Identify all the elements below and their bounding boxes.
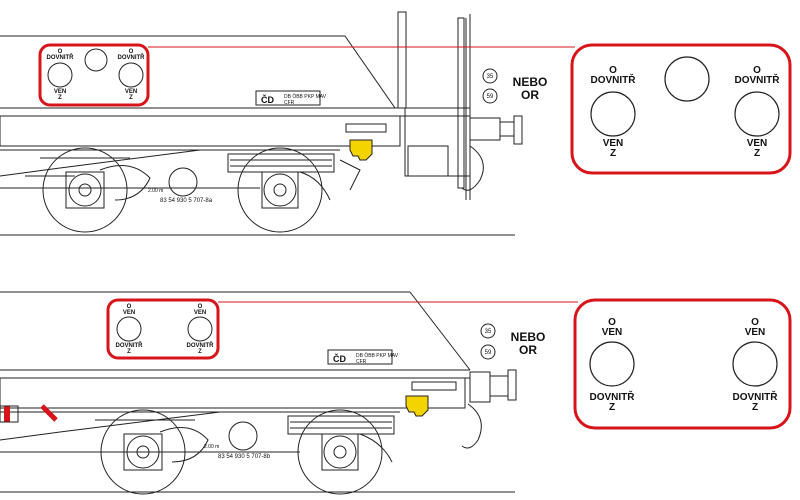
top-big-panel-left-top2: DOVNITŘ [591,73,637,86]
bottom-bogie-left [95,409,258,495]
top-sign-59-icon [482,88,498,104]
top-big-panel-right-bottom: VEN [747,138,768,149]
bottom-sign-59-icon [480,344,496,360]
top-small-panel-left-top2: DOVNITŘ [47,53,75,61]
top-big-panel-left-top: O [609,65,617,76]
bottom-big-knob-right [732,341,778,387]
bottom-sign-35: 35 [485,329,492,335]
top-big-panel: O DOVNITŘ VEN Z O DOVNITŘ VEN Z [590,56,781,159]
top-small-knob-center [84,48,108,72]
top-operators: DB ÖBB PKP MAV [284,93,327,100]
top-big-knob-right [734,91,780,137]
bottom-big-panel-right-bottom2: Z [752,402,758,413]
bottom-big-panel-right-bottom: DOVNITŘ [733,390,779,403]
bottom-nebo: NEBO [511,330,546,344]
bottom-operators2: CFR [356,359,367,365]
bottom-small-knob-right [187,316,213,342]
top-small-panel: O DOVNITŘ VEN Z O DOVNITŘ VEN Z [47,48,146,101]
bottom-red-mark-left [4,406,10,422]
bottom-small-panel-right-bottom2: Z [198,349,202,355]
bottom-operator-cd: ČD [333,353,346,364]
bottom-big-panel-left-bottom2: Z [609,402,615,413]
bottom-big-panel-right-top2: VEN [745,327,766,338]
top-sign-59: 59 [487,94,494,100]
top-big-panel-frame [570,43,792,175]
top-nebo: NEBO [513,75,548,89]
bottom-big-panel-left-bottom: DOVNITŘ [590,390,636,403]
top-wagon-number: 83 54 930 5 707-8a [160,198,213,204]
bottom-or: OR [519,343,537,357]
top-big-panel-right-top: O [753,65,761,76]
bottom-red-mark-bracket [0,405,19,423]
top-or: OR [521,88,539,102]
bottom-small-panel-frame [106,298,220,360]
bottom-red-mark-diagonal [40,404,58,422]
top-small-panel-right-bottom2: Z [129,95,133,101]
bottom-big-panel: O VEN DOVNITŘ Z O VEN DOVNITŘ Z [589,317,779,413]
top-small-panel-left-top: O [58,49,63,55]
top-yellow-buffer [349,139,373,161]
top-small-panel-right-top2: DOVNITŘ [118,53,146,61]
bottom-small-panel-right-top: O [198,304,203,310]
top-operator-plate [255,90,321,106]
bottom-signs: 35 59 NEBO OR [480,323,546,360]
top-big-panel-left-bottom: VEN [603,138,624,149]
bottom-bogie-right [287,409,395,495]
top-wagon [0,11,523,236]
top-small-panel-left-bottom2: Z [58,95,62,101]
top-big-panel-left-bottom2: Z [610,148,616,159]
top-sign-35: 35 [487,74,494,80]
bottom-big-panel-left-top: O [608,317,616,328]
bottom-big-panel-frame [573,298,792,430]
bottom-small-panel-right-bottom: DOVNITŘ [187,341,215,349]
top-operator-cd: ČD [261,94,274,105]
bottom-small-panel-left-top: O [127,304,132,310]
bottom-big-panel-right-top: O [751,317,759,328]
top-small-panel-frame [38,43,150,107]
bottom-small-panel-left-bottom: DOVNITŘ [116,341,144,349]
top-small-knob-right [118,62,144,88]
top-small-knob-left [47,62,73,88]
top-small-panel-left-bottom: VEN [54,89,66,95]
bottom-operator-plate [327,349,393,365]
bottom-sign-59: 59 [485,350,492,356]
top-small-panel-right-top: O [129,49,134,55]
bottom-small-panel-left-bottom2: Z [127,349,131,355]
top-small-panel-right-bottom: VEN [125,89,137,95]
top-distance: 2.00 m [148,188,163,194]
bottom-small-knob-left [116,316,142,342]
top-sign-35-icon [482,68,498,84]
bottom-wagon [0,291,517,495]
bottom-big-panel-left-top2: VEN [602,327,623,338]
bottom-small-panel-right-top2: VEN [194,310,206,316]
top-signs: 35 59 NEBO OR [482,68,548,104]
top-bogie-right [227,147,361,233]
bottom-small-panel: O VEN DOVNITŘ Z O VEN DOVNITŘ Z [116,304,215,355]
bottom-yellow-buffer [405,395,429,417]
top-big-knob-left [590,91,636,137]
top-big-panel-right-bottom2: Z [754,148,760,159]
top-bogie-left [25,147,198,233]
bottom-distance: 2.00 m [204,444,219,450]
bottom-wagon-number: 83 54 930 5 707-8b [218,454,271,460]
bottom-small-panel-left-top2: VEN [123,310,135,316]
top-big-knob-center [664,56,710,102]
top-operators2: CFR [284,100,295,106]
bottom-operators: DB ÖBB PKP MAV [356,352,399,359]
top-big-panel-right-top2: DOVNITŘ [735,73,781,86]
bottom-big-knob-left [589,341,635,387]
bottom-sign-35-icon [480,323,496,339]
